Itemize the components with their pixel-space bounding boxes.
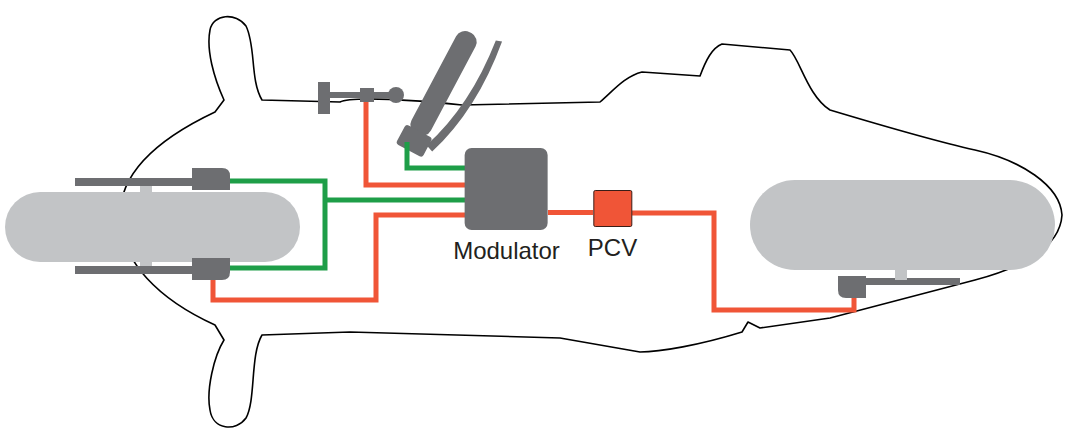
front-fork	[140, 186, 152, 194]
rear-brake-line	[632, 213, 854, 310]
box-shape	[593, 190, 632, 227]
part-label: Modulator	[453, 239, 560, 263]
pcv-box: PCV	[588, 190, 637, 260]
brake-lever	[396, 20, 505, 167]
rear-wheel	[750, 180, 1055, 270]
front-brake-line	[325, 198, 465, 203]
handlebar-grip	[407, 27, 480, 139]
front-caliper	[192, 168, 230, 190]
modulator-box: Modulator	[453, 148, 560, 263]
rear-axle	[855, 278, 960, 285]
front-wheel	[5, 192, 300, 262]
rear-master-cylinder	[360, 88, 374, 102]
pedal-arm	[318, 92, 362, 98]
front-master-cylinder	[396, 124, 433, 158]
hydraulic-line	[548, 210, 593, 215]
lever-brake-line	[407, 142, 465, 168]
front-caliper	[192, 258, 230, 280]
rear-hub	[895, 268, 907, 280]
front-brake-line	[230, 181, 325, 268]
lever-blade	[425, 33, 505, 158]
pedal-brake-line	[366, 102, 465, 185]
part-label: PCV	[588, 236, 637, 260]
pedal-link	[374, 92, 390, 98]
front-caliper-line	[213, 215, 465, 300]
box-shape	[465, 148, 548, 230]
pedal-pivot	[388, 87, 404, 103]
rear-caliper	[838, 276, 866, 298]
